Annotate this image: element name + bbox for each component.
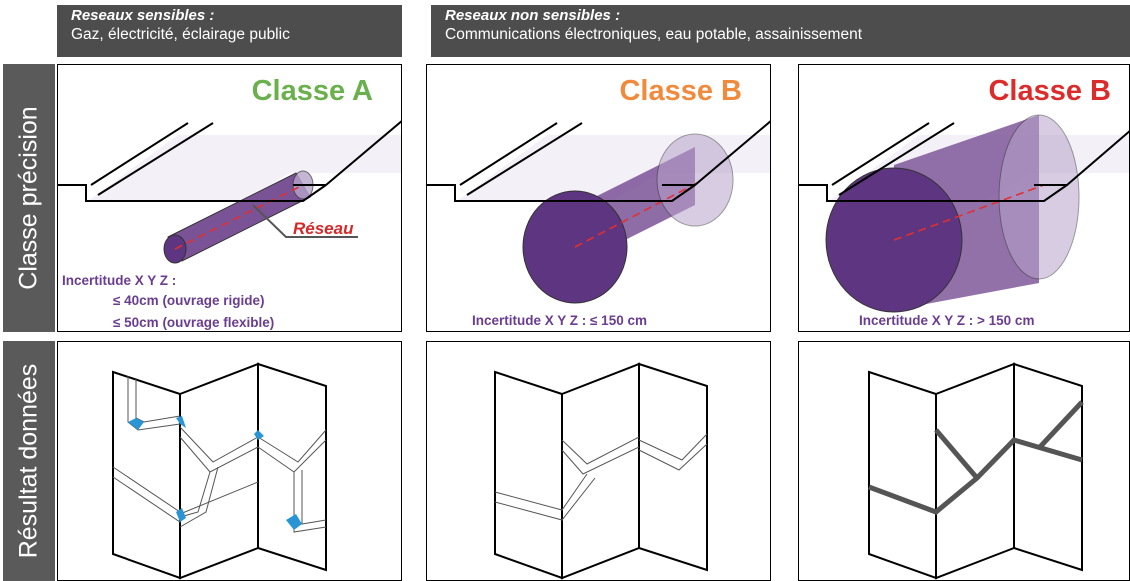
trench-pipe-illustration-b1 <box>427 120 770 304</box>
folded-map-icon-a <box>112 362 327 580</box>
precision-panel-class-b-over-150: Classe B Incertitude X Y Z : > 150 cm <box>798 64 1130 332</box>
row-label-precision: Classe précision <box>3 64 55 332</box>
class-a-title: Classe A <box>251 75 373 107</box>
uncertainty-title-a: Incertitude X Y Z : <box>62 273 177 288</box>
uncertainty-line-rigid: ≤ 40cm (ouvrage rigide) <box>113 293 265 308</box>
header-sensitive-networks: Reseaux sensibles : Gaz, électricité, éc… <box>57 5 402 57</box>
header-non-sensitive-networks: Reseaux non sensibles : Communications é… <box>431 5 1130 57</box>
result-panel-class-a <box>57 341 402 581</box>
row-label-results: Résultat données <box>3 341 55 581</box>
result-panel-class-b-over-150 <box>798 341 1130 581</box>
header-sensitive-title: Reseaux sensibles : <box>71 7 215 24</box>
class-b-title-red: Classe B <box>988 75 1111 107</box>
class-b-title-orange: Classe B <box>619 75 742 107</box>
header-sensitive-subtitle: Gaz, électricité, éclairage public <box>71 26 290 43</box>
uncertainty-b-150: Incertitude X Y Z : ≤ 150 cm <box>472 313 647 328</box>
row-label-precision-text: Classe précision <box>14 106 43 290</box>
folded-map-icon-b2 <box>868 362 1084 580</box>
trench-pipe-illustration-a <box>58 120 401 264</box>
trench-pipe-illustration-b2 <box>799 114 1129 313</box>
header-non-sensitive-title: Reseaux non sensibles : <box>445 7 621 24</box>
row-label-results-text: Résultat données <box>14 363 43 559</box>
precision-panel-class-b-150: Classe B Incertitude X Y Z : ≤ 150 cm <box>426 64 771 332</box>
header-non-sensitive-subtitle: Communications électroniques, eau potabl… <box>445 26 863 43</box>
folded-map-icon-b1 <box>494 362 708 580</box>
network-label: Réseau <box>293 219 354 238</box>
uncertainty-b-over-150: Incertitude X Y Z : > 150 cm <box>859 313 1035 328</box>
precision-panel-class-a: Classe A Réseau Incertitude X Y Z : ≤ 40… <box>57 64 402 332</box>
uncertainty-line-flexible: ≤ 50cm (ouvrage flexible) <box>113 315 275 330</box>
result-panel-class-b-150 <box>426 341 771 581</box>
